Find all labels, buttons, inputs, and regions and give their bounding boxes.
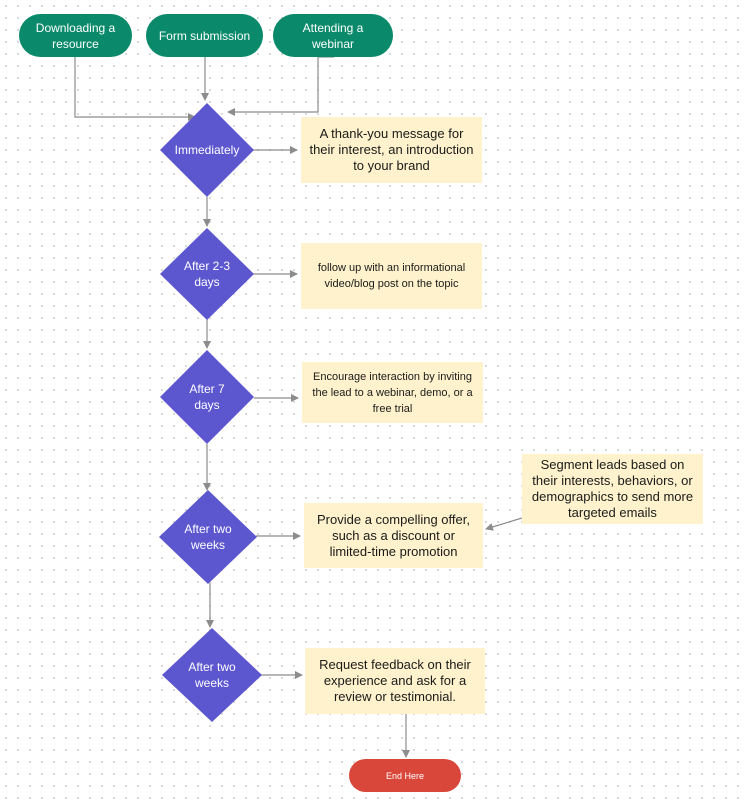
connector-side-note	[485, 517, 523, 531]
note-thank-you-message: A thank-you message for their interest, …	[301, 117, 482, 183]
trigger-attending-webinar: Attending a webinar	[273, 14, 393, 57]
decision-diamond-after-two-weeks-2	[162, 628, 262, 722]
trigger-form-submission: Form submission	[146, 14, 263, 57]
note-segment-leads: Segment leads based on their interests, …	[522, 454, 703, 524]
note-compelling-offer: Provide a compelling offer, such as a di…	[304, 503, 483, 568]
decision-diamond-after-7-days	[160, 350, 254, 444]
note-follow-up-video: follow up with an informational video/bl…	[301, 243, 482, 309]
decision-diamond-after-two-weeks-1	[159, 490, 257, 584]
trigger-downloading-resource: Downloading a resource	[19, 14, 132, 57]
decision-diamond-immediately	[160, 103, 254, 197]
connector-trigger-3	[227, 56, 334, 116]
decision-diamond-after-2-3-days	[160, 228, 254, 320]
connector-trigger-1	[74, 57, 196, 121]
end-terminal: End Here	[349, 759, 461, 792]
note-request-feedback: Request feedback on their experience and…	[305, 648, 485, 714]
note-encourage-interaction: Encourage interaction by inviting the le…	[302, 362, 483, 423]
